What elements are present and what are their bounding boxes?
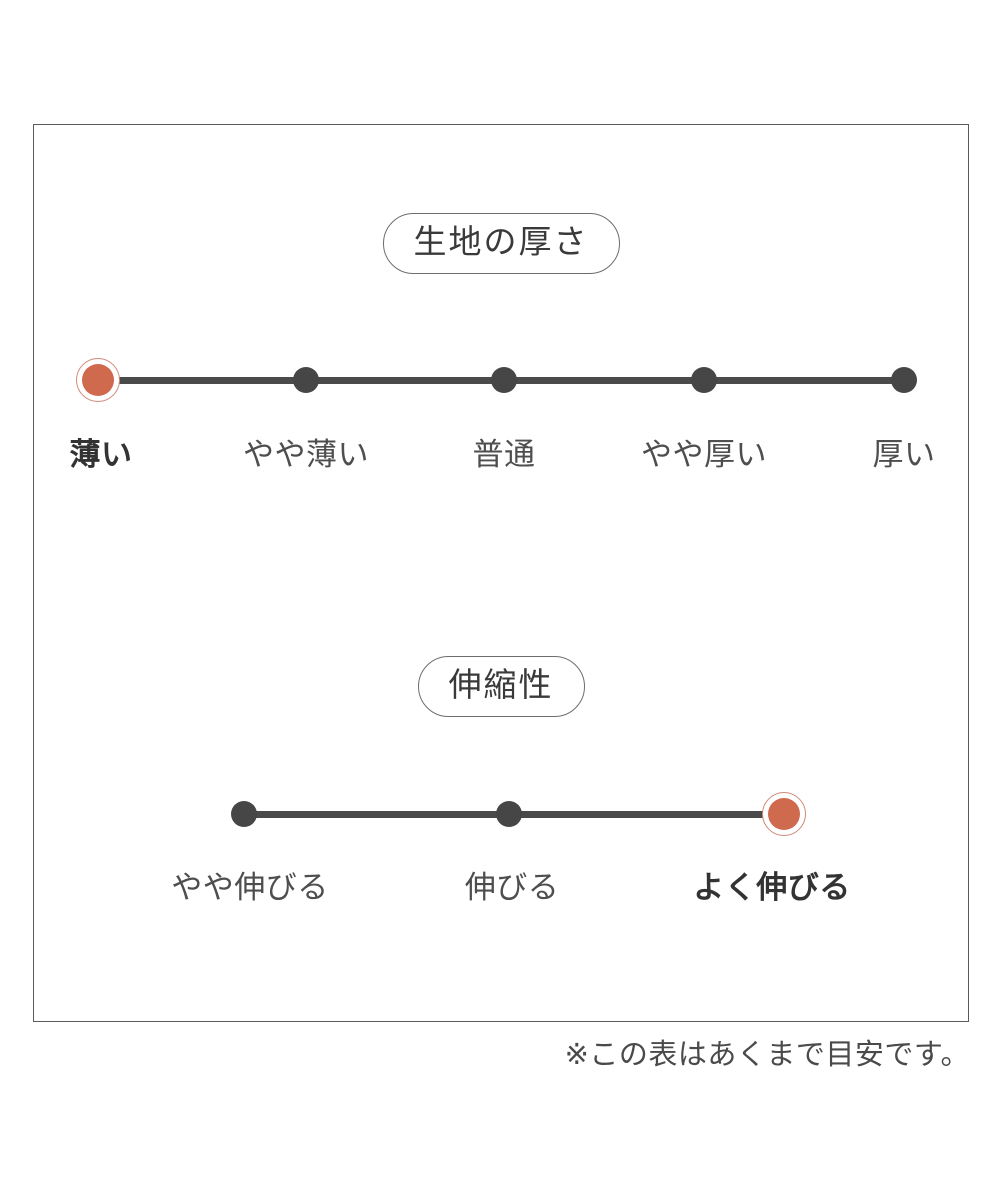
scale-dot-futsuu[interactable] xyxy=(491,367,517,393)
scale-dot-yaya-usui[interactable] xyxy=(293,367,319,393)
scale-dot-yaya-atsui[interactable] xyxy=(691,367,717,393)
disclaimer-note: ※この表はあくまで目安です。 xyxy=(564,1037,970,1071)
scale-label-futsuu: 普通 xyxy=(472,437,536,473)
scale-label-atsui: 厚い xyxy=(872,437,936,473)
scale-labels-stretch: やや伸びる 伸びる よく伸びる xyxy=(34,873,968,919)
scale-label-nobiru: 伸びる xyxy=(464,870,560,906)
scale-labels-fabric-thickness: 薄い やや薄い 普通 やや厚い 厚い xyxy=(34,440,968,486)
section-heading-stretch: 伸縮性 xyxy=(34,656,968,717)
scale-dot-yoku-nobiru[interactable] xyxy=(762,792,806,836)
scale-label-yaya-nobiru: やや伸びる xyxy=(171,870,329,906)
scale-label-usui: 薄い xyxy=(69,437,133,473)
spec-panel: 生地の厚さ 薄い やや薄い 普通 やや厚い 厚い 伸縮性 やや伸びる 伸びる よ… xyxy=(33,124,969,1022)
section-heading-label: 伸縮性 xyxy=(417,656,585,717)
scale-dot-usui[interactable] xyxy=(76,358,120,402)
section-heading-fabric-thickness: 生地の厚さ xyxy=(34,213,968,274)
scale-label-yaya-atsui: やや厚い xyxy=(641,437,767,473)
scale-dot-nobiru[interactable] xyxy=(496,801,522,827)
section-heading-label: 生地の厚さ xyxy=(382,213,620,274)
scale-dot-yaya-nobiru[interactable] xyxy=(231,801,257,827)
scale-label-yoku-nobiru: よく伸びる xyxy=(693,870,851,906)
scale-label-yaya-usui: やや薄い xyxy=(243,437,369,473)
scale-dot-atsui[interactable] xyxy=(891,367,917,393)
